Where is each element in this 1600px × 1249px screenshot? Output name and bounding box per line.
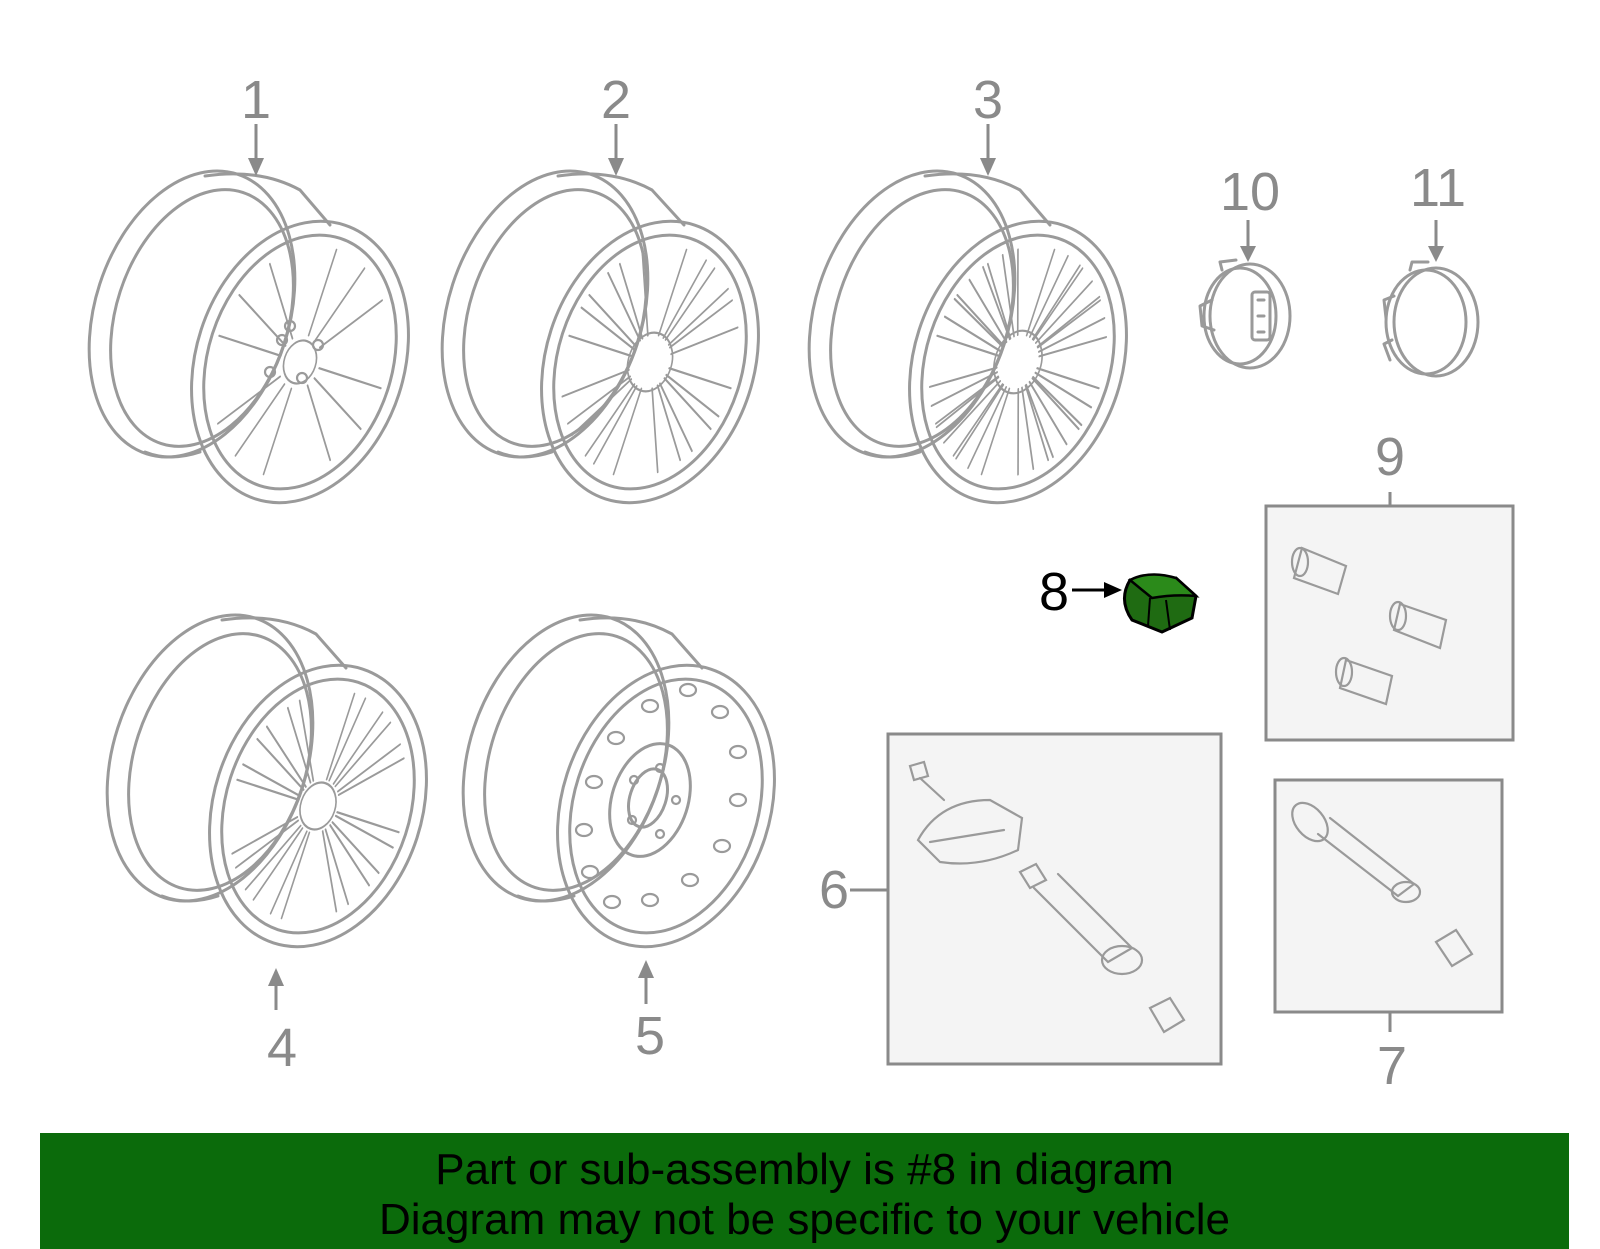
wheel-2 [440,169,776,520]
lug-nut-8[interactable] [1123,573,1200,634]
footer-banner: Part or sub-assembly is #8 in diagram Di… [40,1133,1569,1249]
wheel-5 [461,613,776,949]
center-cap-10 [1198,258,1292,370]
tpms-sensor-box-6 [886,732,1223,1066]
callout-5: 5 [635,1006,665,1066]
wheel-4 [105,613,442,957]
callout-4: 4 [267,1018,297,1078]
callout-9: 9 [1375,427,1405,487]
callout-3: 3 [973,70,1003,130]
lock-set-box-9 [1264,504,1515,742]
callout-1: 1 [241,70,271,130]
footer-line-part-info: Part or sub-assembly is #8 in diagram [435,1145,1174,1194]
center-cap-11 [1382,260,1480,378]
wheel-3 [807,169,1145,523]
callout-6: 6 [819,860,849,920]
valve-stem-box-7 [1273,778,1504,1014]
footer-line-disclaimer: Diagram may not be specific to your vehi… [378,1195,1231,1244]
leader-lines [248,124,1444,1032]
callout-11: 11 [1410,158,1466,218]
callout-2: 2 [601,70,631,130]
wheel-1 [87,169,419,505]
callout-7: 7 [1377,1036,1407,1096]
callout-8: 8 [1039,562,1069,622]
callout-10: 10 [1220,162,1280,222]
